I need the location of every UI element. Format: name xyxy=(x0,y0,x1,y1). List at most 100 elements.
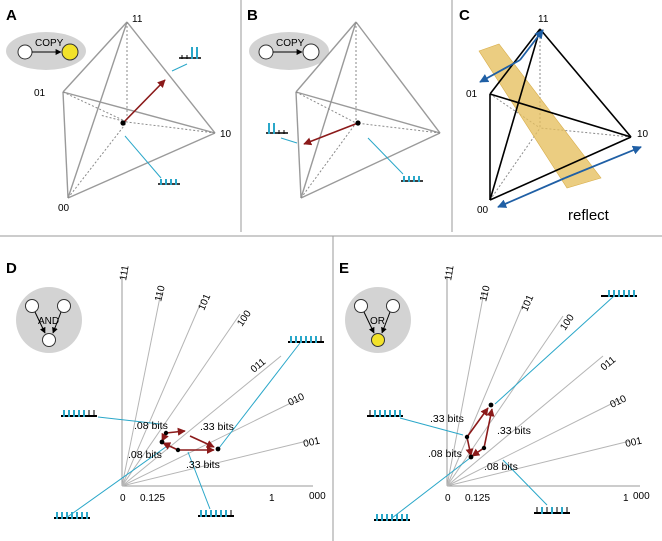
vertex-00: 00 xyxy=(58,203,70,214)
histogram-glyph xyxy=(374,514,410,521)
vertex-01: 01 xyxy=(34,88,46,99)
axis-label-101: 101 xyxy=(197,292,214,312)
bits-label: .33 bits xyxy=(430,413,464,425)
axis-label-000: 000 xyxy=(309,491,326,502)
output-node-on xyxy=(61,43,79,61)
output-node-on xyxy=(371,333,385,347)
histogram-glyph xyxy=(367,410,403,417)
trajectory-arrow xyxy=(122,79,166,124)
gate-label: AND xyxy=(38,316,59,327)
leader-line xyxy=(367,137,404,175)
tick-one: 1 xyxy=(623,493,629,504)
input-node xyxy=(25,299,39,313)
gate-edge xyxy=(363,311,375,334)
axis-label-110: 110 xyxy=(153,284,168,303)
bits-label: .08 bits xyxy=(128,449,162,461)
histogram-glyph xyxy=(601,290,637,297)
tick-zero: 0 xyxy=(120,493,126,504)
axis-label-100: 100 xyxy=(235,308,254,328)
swap-arrow-up xyxy=(519,29,544,61)
gate-diagram-b: COPY xyxy=(249,32,329,70)
bits-label: .08 bits xyxy=(134,420,168,432)
vertex-10: 10 xyxy=(220,129,232,140)
vertex-11: 11 xyxy=(538,14,549,25)
leaders-e xyxy=(391,295,615,519)
bits-label: .33 bits xyxy=(186,459,220,471)
gate-label: OR xyxy=(370,316,385,327)
axis-label-100: 100 xyxy=(558,312,577,332)
reflection-plane xyxy=(478,43,602,189)
gate-edge xyxy=(52,311,62,334)
cycle-arrows-d xyxy=(159,427,221,454)
bits-label: .08 bits xyxy=(484,461,518,473)
vertex-00: 00 xyxy=(477,205,489,216)
axis-label-000: 000 xyxy=(633,491,650,502)
histogram-glyph xyxy=(54,512,90,519)
histogram-glyph xyxy=(198,510,234,517)
tetrahedron-a xyxy=(62,21,216,199)
axis-label-011: 011 xyxy=(249,356,269,375)
swap-arrow-right xyxy=(564,145,642,179)
panel-b: B COPY xyxy=(247,7,441,199)
axis-label-101: 101 xyxy=(520,293,537,313)
bits-label: .33 bits xyxy=(497,425,531,437)
cycle-arrows-e xyxy=(464,402,495,460)
histogram-glyph xyxy=(178,47,202,60)
gate-diagram-d: AND xyxy=(16,287,82,353)
axis-label-010: 010 xyxy=(608,393,628,410)
start-point xyxy=(120,120,126,126)
panel-c-letter: C xyxy=(459,7,470,24)
input-node xyxy=(57,299,71,313)
leaders-d xyxy=(65,342,301,519)
output-node-off xyxy=(302,43,320,61)
axis-label-010: 010 xyxy=(286,391,306,408)
tick-eighth: 0.125 xyxy=(140,493,165,504)
tetrahedron-c xyxy=(489,28,632,201)
input-node xyxy=(354,299,368,313)
histogram-glyph xyxy=(157,179,181,186)
gate-diagram-a: COPY xyxy=(6,32,86,70)
panel-d-letter: D xyxy=(6,260,17,277)
tick-zero: 0 xyxy=(445,493,451,504)
trajectory-arrow xyxy=(303,122,359,146)
input-node xyxy=(258,44,274,60)
vertex-10: 10 xyxy=(637,129,649,140)
gate-diagram-e: OR xyxy=(345,287,411,353)
gate-oval xyxy=(249,32,329,70)
panel-e-letter: E xyxy=(339,260,349,277)
axis-label-111: 111 xyxy=(118,264,132,281)
leader-line xyxy=(280,137,298,144)
swap-arrow-left xyxy=(479,59,521,83)
panel-b-letter: B xyxy=(247,7,258,24)
output-node-off xyxy=(42,333,56,347)
vertex-11: 11 xyxy=(132,14,143,25)
reflect-label: reflect xyxy=(568,207,610,224)
axis-label-110: 110 xyxy=(478,284,493,303)
tetrahedron-b xyxy=(295,21,441,199)
panel-e: E OR 111 110 101 100 011 010 001 000 0 xyxy=(339,260,650,521)
tick-eighth: 0.125 xyxy=(465,493,490,504)
swap-arrow-down xyxy=(497,177,566,208)
bit-axes-e xyxy=(446,276,640,487)
axis-label-001: 001 xyxy=(624,436,643,450)
gate-label: COPY xyxy=(35,38,64,49)
gate-oval xyxy=(6,32,86,70)
input-node xyxy=(386,299,400,313)
gate-edge xyxy=(34,311,46,334)
start-point xyxy=(355,120,361,126)
input-node xyxy=(17,44,33,60)
histogram-glyph xyxy=(400,176,424,183)
leader-line xyxy=(171,63,188,72)
panel-a: A COPY 11 01 10 00 xyxy=(6,7,232,214)
tick-one: 1 xyxy=(269,493,275,504)
panel-d: D AND 111 110 101 100 011 010 001 000 0 xyxy=(6,260,326,519)
gate-label: COPY xyxy=(276,38,305,49)
panel-c: C 11 01 10 00 reflect xyxy=(459,7,649,224)
gate-edge xyxy=(381,311,391,334)
bits-label: .08 bits xyxy=(428,448,462,460)
vertex-01: 01 xyxy=(466,89,478,100)
leader-line xyxy=(124,135,162,179)
axis-label-001: 001 xyxy=(302,436,321,450)
